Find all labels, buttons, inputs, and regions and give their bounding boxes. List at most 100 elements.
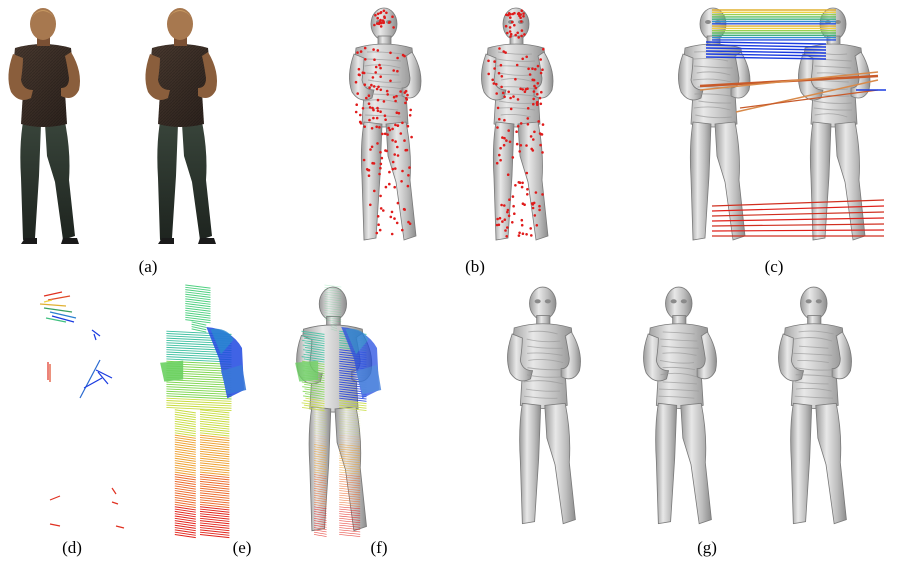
flow-line [49,523,61,527]
flow-line [43,299,53,303]
keypoint [526,117,530,120]
keypoint [530,147,533,151]
keypoint [519,122,523,125]
keypoint [357,67,361,71]
keypoint [368,118,371,122]
reconstructed-mesh-1 [506,286,582,525]
keypoint [356,92,359,95]
keypoint [517,36,520,39]
textured-person-left [8,8,80,244]
keypoint [394,99,397,103]
keypoint [368,106,372,109]
flow-line [91,329,101,337]
keypoint [534,86,538,90]
keypoint [531,203,535,206]
keypoint [393,217,396,220]
reconstructed-mesh-3 [777,286,853,525]
keypoint [389,51,392,55]
keypoint [382,21,385,25]
mesh-with-flow-person [295,284,382,537]
keypoint [501,220,504,223]
keypoint [532,90,536,93]
keypoint [391,139,394,142]
keypoint [372,108,375,112]
keypoint [498,216,502,220]
keypoint [502,50,505,53]
keypoint [372,48,375,51]
keypoint [377,85,380,89]
keypoint [528,73,532,76]
keypoint [538,96,542,100]
keypoint [487,72,490,76]
keypoint [522,12,525,15]
caption-a: (a) [138,257,158,276]
keypoint [376,109,380,113]
keypoint [381,19,385,22]
keypoint [383,15,386,18]
flow-line [49,495,61,501]
keypoint [391,15,394,18]
flow-line [97,371,109,385]
keypoint [401,169,404,173]
keypoint [393,153,396,156]
keypoint [525,233,528,236]
keypoint [408,166,411,169]
keypoint [384,185,388,189]
keypoint [378,172,381,176]
keypoint [539,102,543,106]
keypoint [519,87,522,91]
keypoint [500,203,503,207]
keypoint [515,142,519,146]
keypoint [391,127,394,131]
keypoint [361,107,365,110]
keypoint [408,222,412,225]
keypoint [379,25,383,28]
keypoint [505,235,508,238]
keypoint [512,95,515,98]
keypoint [511,221,514,224]
flow-line [93,333,97,341]
keypoint [518,14,521,18]
keypoint [515,130,518,133]
flow-line [79,359,101,399]
keypoint [519,144,523,147]
keypoint [509,32,513,36]
keypoint [390,232,394,236]
keypoint [533,214,537,217]
keypoint [521,202,525,205]
keypoint [538,208,541,212]
keypoint [507,129,510,132]
keypoint [539,143,542,147]
keypoint [379,162,383,166]
keypoint [378,228,382,232]
keypoint [508,140,512,144]
keypoint [531,67,534,70]
keypoint [520,185,524,189]
keypoint [394,140,397,143]
keypoint [513,212,516,215]
keypoint [379,75,382,78]
flow-line [43,307,73,313]
keypoint [521,181,524,185]
keypoint [383,132,387,136]
keypoint [536,64,540,68]
keypoint [379,110,382,113]
keypoint [375,87,379,91]
keypoint [506,208,510,212]
keypoint [390,210,394,214]
keypoint [382,209,385,212]
keypoint [522,15,525,18]
keypoint [401,121,404,125]
keypoint [373,58,376,61]
keypoint [391,167,395,171]
keypoint [534,67,537,71]
keypoint [374,65,378,69]
keypoint [520,218,524,222]
keypoint [536,100,539,104]
keypoint [509,107,513,111]
flow-line [83,377,103,389]
keypoint [518,231,521,235]
keypoint [405,148,409,152]
